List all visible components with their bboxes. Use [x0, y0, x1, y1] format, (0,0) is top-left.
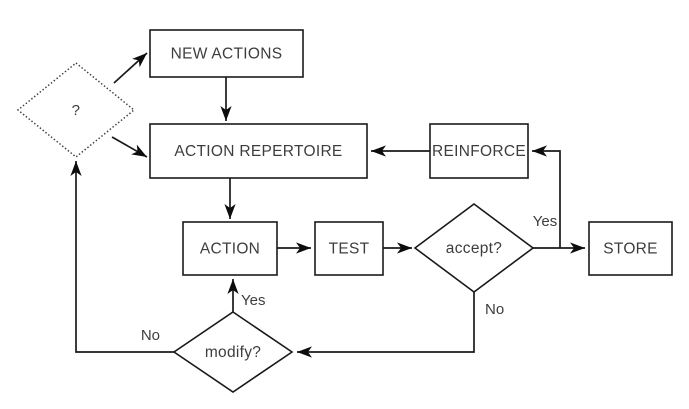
node-label: ?: [72, 102, 81, 119]
node-test[interactable]: TEST: [314, 221, 384, 276]
edge-accept-no-to-modify: [297, 292, 475, 358]
node-label: REINFORCE: [432, 143, 526, 160]
node-modify[interactable]: modify?: [172, 311, 294, 393]
edge-line: [532, 150, 561, 248]
node-label: modify?: [205, 344, 261, 361]
arrowhead-icon: [371, 145, 386, 157]
edge-new-actions-to-action-repertoire: [220, 77, 232, 121]
node-unknown[interactable]: ?: [16, 62, 136, 158]
node-label: accept?: [446, 240, 502, 257]
arrowhead-icon: [224, 204, 236, 219]
node-box[interactable]: [314, 221, 384, 276]
nodes-layer: ? NEW ACTIONS ACTION REPERTOIRE REINFORCE AC…: [16, 29, 673, 393]
edge-unknown-to-action-repertoire: [111, 136, 148, 158]
edge-modify-no-to-unknown: [70, 161, 174, 353]
arrowhead-icon: [397, 242, 412, 254]
arrowhead-icon: [296, 242, 311, 254]
edge-accept-yes-to-store: [533, 242, 585, 254]
node-diamond[interactable]: [172, 311, 294, 393]
node-box[interactable]: [149, 123, 368, 179]
edge-label-accept-no-to-modify: No: [485, 301, 504, 318]
node-box[interactable]: [182, 221, 278, 276]
arrowhead-icon: [570, 242, 585, 254]
edge-modify-yes-to-action: [227, 279, 239, 312]
edge-store-branch-to-reinforce: [532, 145, 561, 248]
node-diamond[interactable]: [16, 62, 136, 158]
edge-test-to-accept: [383, 242, 412, 254]
arrowhead-icon: [70, 161, 82, 176]
node-store[interactable]: STORE: [588, 221, 673, 276]
node-box[interactable]: [588, 221, 673, 276]
edge-label-accept-yes-to-store: Yes: [533, 213, 557, 230]
arrowhead-icon: [532, 145, 547, 157]
node-accept[interactable]: accept?: [413, 203, 535, 293]
arrowhead-icon: [297, 346, 312, 358]
node-box[interactable]: [149, 29, 304, 78]
edge-label-modify-no-to-unknown: No: [141, 327, 160, 344]
edges-layer: [70, 52, 585, 358]
node-label: ACTION: [200, 241, 260, 258]
node-box[interactable]: [429, 123, 529, 179]
edge-reinforce-to-action-repertoire: [371, 145, 430, 157]
node-action-repertoire[interactable]: ACTION REPERTOIRE: [149, 123, 368, 179]
edge-label-modify-yes-to-action: Yes: [241, 292, 265, 309]
node-diamond[interactable]: [413, 203, 535, 293]
edge-action-to-test: [277, 242, 311, 254]
edge-unknown-to-new-actions: [113, 52, 148, 84]
node-new-actions[interactable]: NEW ACTIONS: [149, 29, 304, 78]
edge-action-repertoire-to-action: [224, 178, 236, 219]
edge-line: [297, 292, 475, 353]
arrowhead-icon: [227, 279, 239, 294]
edge-line: [75, 161, 174, 353]
arrowhead-icon: [131, 144, 147, 157]
arrowhead-icon: [220, 106, 232, 121]
node-label: ACTION REPERTOIRE: [174, 143, 342, 160]
node-action[interactable]: ACTION: [182, 221, 278, 276]
node-label: TEST: [329, 241, 370, 258]
node-label: STORE: [603, 241, 658, 258]
arrowhead-icon: [132, 53, 147, 68]
node-reinforce[interactable]: REINFORCE: [429, 123, 529, 179]
node-label: NEW ACTIONS: [171, 46, 283, 63]
